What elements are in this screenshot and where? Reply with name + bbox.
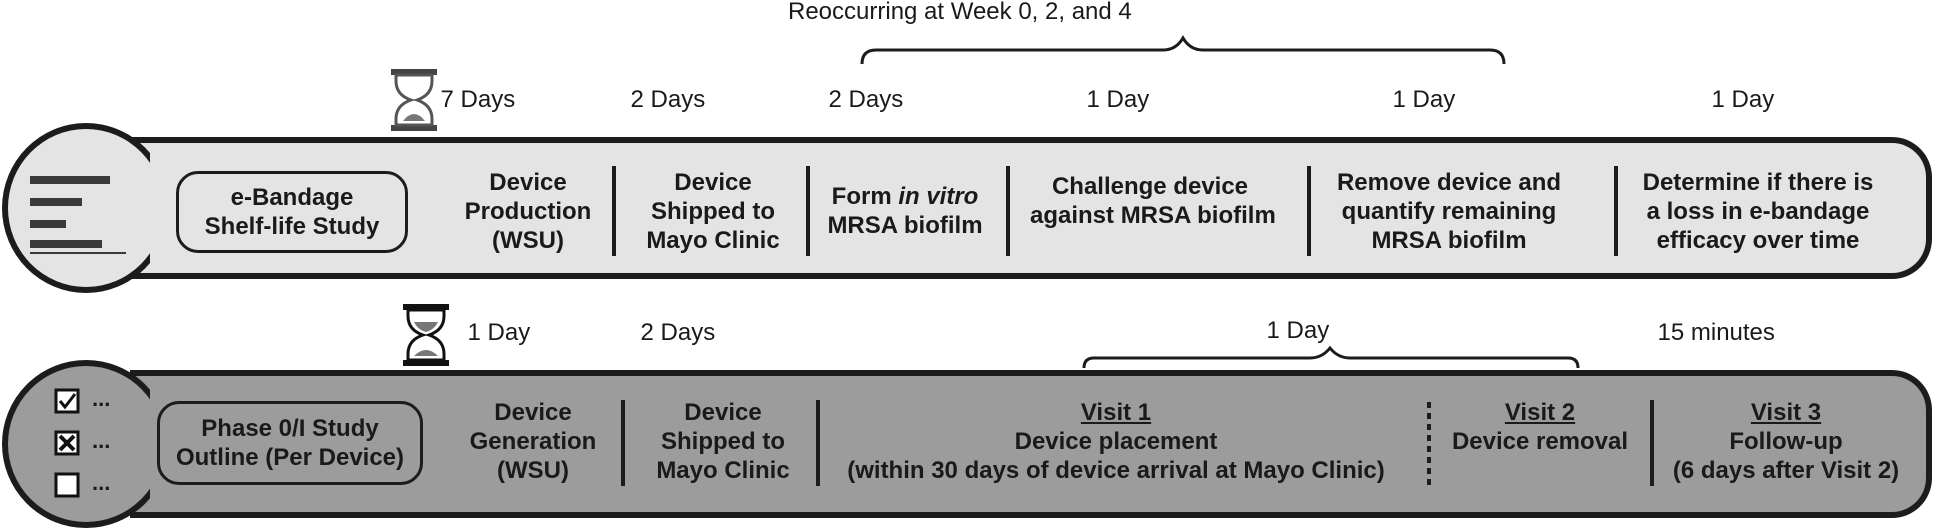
checkbox-empty-icon	[54, 472, 80, 498]
separator	[816, 400, 820, 486]
timer-gantt-icon	[30, 176, 126, 254]
step-line: Shipped to	[661, 428, 785, 455]
checklist-dots: ...	[92, 428, 111, 453]
step-line: a loss in e-bandage	[1646, 198, 1870, 225]
step-line: Device removal	[1451, 428, 1629, 455]
visit-brace	[1082, 345, 1580, 369]
step-line: Mayo Clinic	[646, 227, 780, 254]
step-determine-loss: Determine if there is a loss in e-bandag…	[1640, 168, 1876, 255]
duration-production: 7 Days	[440, 86, 516, 113]
step-italic-text: in vitro	[898, 183, 979, 210]
separator	[612, 166, 616, 256]
step-line: against MRSA biofilm	[1030, 202, 1276, 229]
step-device-shipped: Device Shipped to Mayo Clinic	[648, 398, 798, 485]
duration-determine: 1 Day	[1711, 86, 1775, 113]
separator	[1307, 166, 1311, 256]
duration-challenge: 1 Day	[1086, 86, 1150, 113]
checklist-icon: ... ... ...	[54, 386, 124, 504]
row2-icon-circle	[2, 360, 170, 528]
dotted-separator	[1427, 402, 1431, 486]
title-line: e-Bandage	[230, 184, 354, 211]
step-line: Device	[494, 399, 572, 426]
phase-study-timeline-bar	[130, 370, 1932, 518]
step-line: Determine if there is	[1642, 169, 1874, 196]
visit-heading: Visit 2	[1504, 399, 1576, 426]
title-line: Phase 0/I Study	[201, 415, 379, 442]
duration-biofilm: 2 Days	[828, 86, 904, 113]
visit-heading: Visit 3	[1750, 399, 1822, 426]
separator	[1650, 400, 1654, 486]
step-line: Production	[464, 198, 592, 225]
duration-shipping: 2 Days	[630, 86, 706, 113]
recurring-label: Reoccurring at Week 0, 2, and 4	[788, 0, 1132, 25]
step-visit-3: Visit 3 Follow-up (6 days after Visit 2)	[1660, 398, 1912, 485]
step-line: Device	[674, 169, 752, 196]
step-line: (WSU)	[497, 457, 569, 484]
duration-remove: 1 Day	[1392, 86, 1456, 113]
step-remove-device: Remove device and quantify remaining MRS…	[1334, 168, 1564, 255]
checkbox-checked-icon	[54, 388, 80, 414]
shelf-life-study-title: e-Bandage Shelf-life Study	[176, 171, 408, 253]
hourglass-icon	[391, 69, 437, 131]
title-line: Outline (Per Device)	[175, 444, 405, 471]
step-device-production: Device Production (WSU)	[458, 168, 598, 255]
step-form-biofilm: Form in vitro MRSA biofilm	[812, 182, 998, 240]
step-line: MRSA biofilm	[827, 212, 983, 239]
step-line: Device placement	[1014, 428, 1218, 455]
shelf-life-timeline-bar	[130, 137, 1932, 279]
step-line: Device	[489, 169, 567, 196]
hourglass-icon	[403, 304, 449, 366]
checklist-dots: ...	[92, 386, 111, 411]
step-line: Follow-up	[1729, 428, 1843, 455]
step-visit-2: Visit 2 Device removal	[1440, 398, 1640, 456]
step-device-shipped: Device Shipped to Mayo Clinic	[638, 168, 788, 255]
phase-study-title: Phase 0/I Study Outline (Per Device)	[157, 401, 423, 485]
checklist-dots: ...	[92, 470, 111, 495]
step-line: Shipped to	[651, 198, 775, 225]
step-text: Form	[831, 183, 899, 210]
step-visit-1: Visit 1 Device placement (within 30 days…	[826, 398, 1406, 485]
step-line: Remove device and	[1336, 169, 1562, 196]
visit-heading: Visit 1	[1080, 399, 1152, 426]
step-line: (within 30 days of device arrival at May…	[847, 457, 1385, 484]
step-device-generation: Device Generation (WSU)	[458, 398, 608, 485]
step-line: MRSA biofilm	[1371, 227, 1527, 254]
step-line: (6 days after Visit 2)	[1672, 457, 1900, 484]
separator	[1006, 166, 1010, 256]
duration-generation: 1 Day	[467, 319, 531, 346]
duration-followup: 15 minutes	[1657, 319, 1775, 346]
recurring-brace	[860, 35, 1506, 65]
step-line: Generation	[469, 428, 597, 455]
checkbox-crossed-icon	[54, 430, 80, 456]
step-line: Challenge device	[1051, 173, 1249, 200]
separator	[621, 400, 625, 486]
step-line: efficacy over time	[1656, 227, 1860, 254]
separator	[806, 166, 810, 256]
duration-shipping: 2 Days	[640, 319, 716, 346]
separator	[1614, 166, 1618, 256]
title-line: Shelf-life Study	[204, 213, 380, 240]
step-line: Device	[684, 399, 762, 426]
row1-icon-circle	[2, 123, 170, 293]
step-line: quantify remaining	[1341, 198, 1557, 225]
step-line: Form in vitro	[812, 182, 998, 211]
step-line: Mayo Clinic	[656, 457, 790, 484]
step-line: (WSU)	[492, 227, 564, 254]
duration-visits: 1 Day	[1266, 317, 1330, 344]
step-challenge-device: Challenge device against MRSA biofilm	[1030, 172, 1276, 230]
